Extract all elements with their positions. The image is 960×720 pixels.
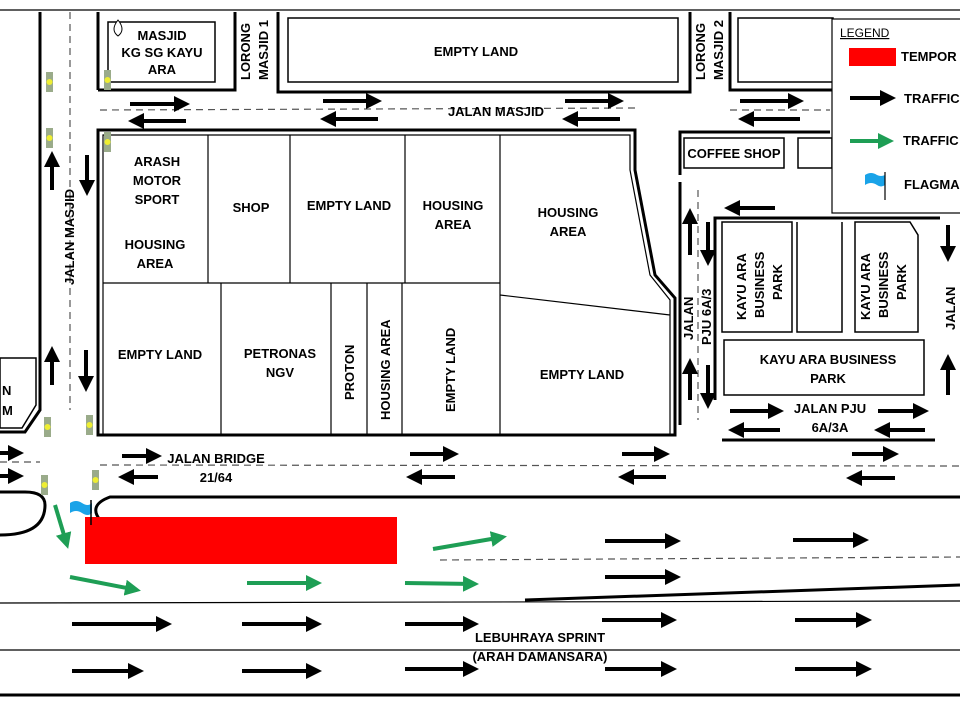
parcel-lines	[102, 134, 671, 436]
kayu-ara-label: KAYU ARA	[858, 252, 873, 320]
traffic-light-icon	[41, 475, 48, 495]
road-edge	[276, 12, 692, 94]
traffic-light-icon	[46, 128, 53, 148]
petronas-label: PETRONAS	[244, 346, 317, 361]
temporary-closure-area	[85, 517, 397, 564]
lorong-masjid-2-label: MASJID 2	[711, 20, 726, 80]
masjid-label: MASJID	[137, 28, 186, 43]
block-gap	[796, 222, 843, 333]
lebuhraya-label: (ARAH DAMANSARA)	[472, 649, 607, 664]
kayu-ara-label: BUSINESS	[752, 251, 767, 318]
block-empty-land-top	[287, 17, 679, 83]
block-kayu-ara-1	[721, 221, 793, 333]
block-masjid	[107, 21, 216, 83]
legend-label: FLAGMA	[904, 177, 960, 192]
legend-label: TRAFFIC	[904, 91, 960, 106]
shop-label: SHOP	[233, 200, 270, 215]
block-top-right	[737, 17, 834, 83]
jalan-masjid-label: JALAN MASJID	[448, 104, 544, 119]
housing-vertical-label: HOUSING AREA	[378, 319, 393, 420]
traffic-light-icon	[104, 70, 111, 90]
jalan-bridge-label: JALAN BRIDGE	[167, 451, 265, 466]
housing-label: HOUSING	[125, 237, 186, 252]
jalan-pju-label: 6A/3A	[812, 420, 849, 435]
diverted-traffic-arrows	[53, 504, 507, 596]
legend-closure-swatch	[849, 48, 896, 66]
highway-median	[0, 600, 960, 604]
highway-merge-line	[524, 583, 960, 602]
lorong-masjid-2-label: LORONG	[693, 23, 708, 80]
flagman-icon	[70, 500, 92, 525]
block-kayu-ara-3	[723, 339, 925, 396]
arash-label: ARASH	[134, 154, 180, 169]
kayu-ara-label: PARK	[894, 264, 909, 300]
road-edge	[728, 12, 835, 92]
housing-label: HOUSING	[538, 205, 599, 220]
kayu-ara-label: PARK	[770, 264, 785, 300]
arash-label: SPORT	[135, 192, 180, 207]
left-partial-label: M	[2, 403, 13, 418]
masjid-label: ARA	[148, 62, 177, 77]
legend-label: TEMPOR	[901, 49, 957, 64]
legend-title: LEGEND	[840, 26, 890, 40]
proton-label: PROTON	[342, 345, 357, 400]
loop-ramp-left	[0, 490, 47, 537]
empty-land-label: EMPTY LAND	[434, 44, 518, 59]
block-right-small	[797, 137, 833, 169]
legend: LEGEND TEMPOR TRAFFIC TRAFFIC FLAGMA	[831, 18, 960, 214]
jalan-pju-vertical-label: JALAN	[681, 297, 696, 340]
lebuhraya-label: LEBUHRAYA SPRINT	[475, 630, 605, 645]
traffic-light-icon	[86, 415, 93, 435]
road-edge-left	[0, 12, 42, 434]
block-kayu-ara-2	[854, 221, 919, 333]
empty-land-label: EMPTY LAND	[118, 347, 202, 362]
traffic-light-icon	[104, 132, 111, 152]
left-partial-label: N	[2, 383, 11, 398]
kayu-ara-label: PARK	[810, 371, 846, 386]
kayu-ara-label: KAYU ARA	[734, 252, 749, 320]
lorong-masjid-1-label: MASJID 1	[256, 20, 271, 80]
lane-divider	[99, 107, 636, 111]
jalan-bridge-label: 21/64	[200, 470, 233, 485]
housing-label: AREA	[137, 256, 174, 271]
masjid-label: KG SG KAYU	[121, 45, 202, 60]
lorong-masjid-1-label: LORONG	[238, 23, 253, 80]
empty-land-vertical-label: EMPTY LAND	[443, 328, 458, 412]
petronas-label: NGV	[266, 365, 295, 380]
traffic-light-icon	[46, 72, 53, 92]
jalan-right-label: JALAN	[943, 287, 958, 330]
kayu-ara-label: KAYU ARA BUSINESS	[760, 352, 897, 367]
housing-label: AREA	[550, 224, 587, 239]
jalan-pju-label: JALAN PJU	[794, 401, 866, 416]
housing-label: AREA	[435, 217, 472, 232]
coffee-shop-label: COFFEE SHOP	[687, 146, 781, 161]
legend-flag-icon	[865, 172, 886, 200]
empty-land-label: EMPTY LAND	[307, 198, 391, 213]
legend-label: TRAFFIC	[903, 133, 959, 148]
mosque-icon	[113, 19, 123, 37]
traffic-light-icon	[92, 470, 99, 490]
jalan-masjid-vertical-label: JALAN MASJID	[62, 189, 77, 285]
road-edge	[98, 12, 237, 92]
traffic-flow-arrows	[0, 93, 956, 679]
traffic-light-icon	[44, 417, 51, 437]
lane-divider	[439, 556, 960, 561]
housing-label: HOUSING	[423, 198, 484, 213]
road-edge	[713, 216, 940, 400]
empty-land-label: EMPTY LAND	[540, 367, 624, 382]
block-left-partial	[0, 357, 37, 429]
block-coffee-shop	[683, 137, 785, 169]
kayu-ara-label: BUSINESS	[876, 251, 891, 318]
jalan-pju-vertical-label: PJU 6A/3	[699, 289, 714, 345]
arash-label: MOTOR	[133, 173, 182, 188]
road-edge	[678, 130, 830, 175]
